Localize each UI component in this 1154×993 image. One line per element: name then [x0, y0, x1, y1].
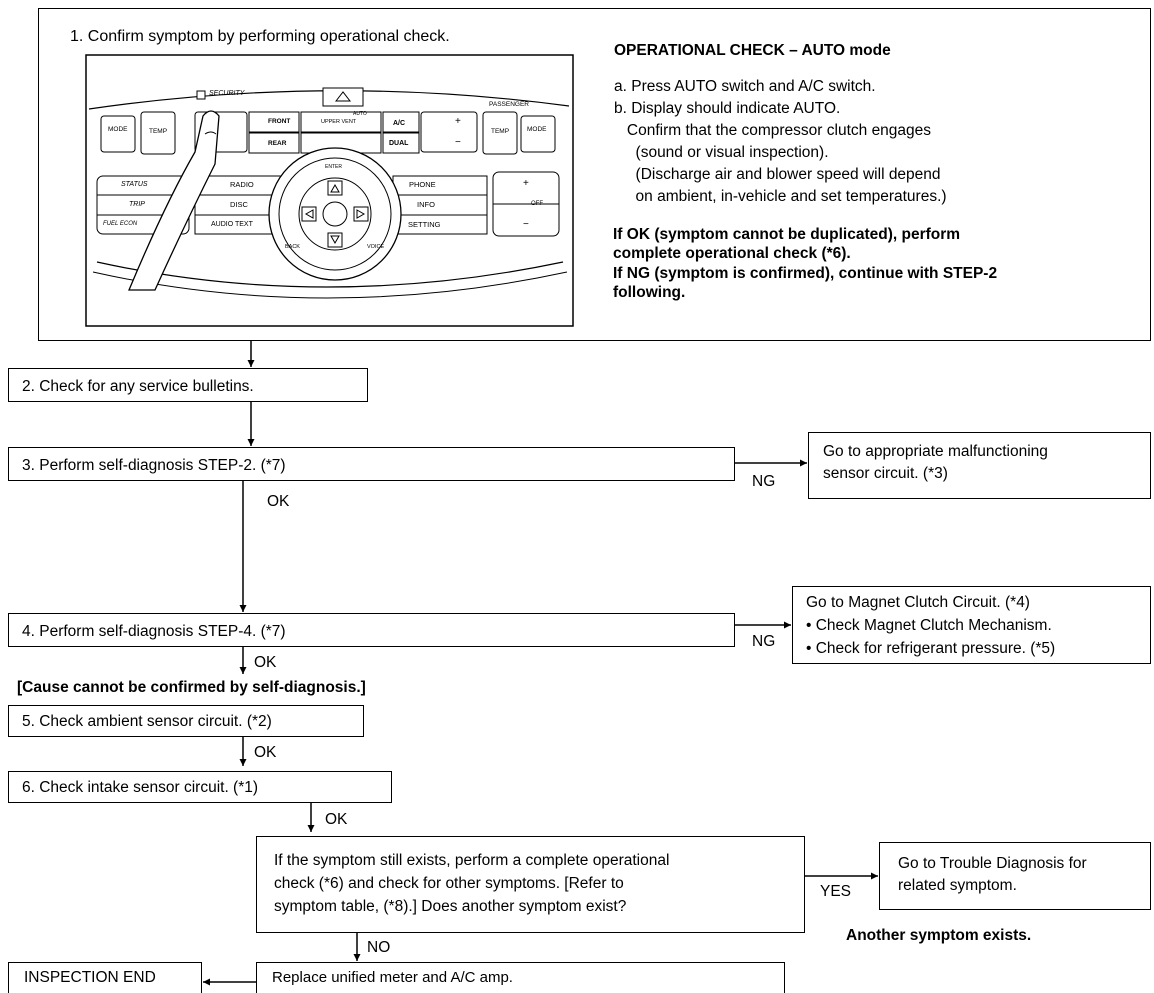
step3-box: [8, 447, 735, 481]
panel-audio-text-label: AUDIO TEXT: [211, 221, 253, 228]
panel-setting-label: SETTING: [408, 220, 441, 229]
panel-phone-label: PHONE: [409, 180, 436, 189]
step5-box: [8, 705, 364, 737]
step7-yes-text: Go to Trouble Diagnosis for related symp…: [898, 855, 1087, 894]
step2-text: 2. Check for any service bulletins.: [22, 378, 254, 395]
panel-enter-label: ENTER: [325, 164, 342, 170]
panel-fuel-econ-label: FUEL ECON: [103, 221, 138, 227]
step2-box: [8, 368, 368, 402]
step1-result: If OK (symptom cannot be duplicated), pe…: [613, 226, 998, 301]
panel-info-label: INFO: [417, 200, 435, 209]
step3-text: 3. Perform self-diagnosis STEP-2. (*7): [22, 457, 286, 474]
panel-vol-plus-label: +: [523, 178, 529, 189]
panel-ac-label: A/C: [393, 120, 406, 127]
panel-front-label: FRONT: [268, 118, 291, 125]
panel-upper-vent-label: UPPER VENT: [321, 119, 357, 125]
panel-vol-minus-label: −: [523, 219, 529, 230]
another-symptom-note: Another symptom exists.: [846, 927, 1032, 944]
panel-fan-minus-label: −: [455, 137, 461, 148]
step8-text: Replace unified meter and A/C amp.: [272, 969, 513, 986]
panel-rear-label: REAR: [268, 140, 287, 147]
step4-ok-label: OK: [254, 654, 277, 671]
step6-text: 6. Check intake sensor circuit. (*1): [22, 779, 259, 796]
panel-disc-label: DISC: [230, 200, 248, 209]
step7-yes-label: YES: [820, 883, 852, 900]
control-panel-illustration: SECURITY PASSENGER MODE TEMP FRONT REAR …: [85, 54, 574, 327]
step3-ng-box: [808, 432, 1151, 499]
step7-text: If the symptom still exists, perform a c…: [274, 852, 670, 915]
panel-auto-label: AUTO: [353, 111, 367, 117]
step7-yes-box: [879, 842, 1151, 910]
step5-ok-label: OK: [254, 744, 277, 761]
panel-radio-label: RADIO: [230, 180, 254, 189]
step3-ok-label: OK: [267, 493, 290, 510]
panel-dual-label: DUAL: [389, 140, 409, 147]
step8-box: [256, 962, 785, 993]
panel-trip-label: TRIP: [129, 201, 145, 208]
panel-voice-label: VOICE: [367, 244, 385, 250]
step4-box: [8, 613, 735, 647]
step6-ok-label: OK: [325, 811, 348, 828]
inspection-end-box: [8, 962, 202, 993]
step4-ng-label: NG: [752, 633, 776, 650]
panel-status-label: STATUS: [121, 181, 148, 188]
op-check-body: a. Press AUTO switch and A/C switch. b. …: [614, 78, 947, 205]
cause-note: [Cause cannot be confirmed by self-diagn…: [17, 679, 366, 696]
step4-ng-box: [792, 586, 1151, 664]
step4-text: 4. Perform self-diagnosis STEP-4. (*7): [22, 623, 286, 640]
step7-no-label: NO: [367, 939, 391, 956]
inspection-end-label: INSPECTION END: [24, 969, 156, 986]
step1-title: 1. Confirm symptom by performing operati…: [70, 28, 450, 45]
step6-box: [8, 771, 392, 803]
panel-mode-right-label: MODE: [527, 126, 547, 133]
step3-ng-label: NG: [752, 473, 776, 490]
panel-off-label: OFF: [531, 201, 543, 207]
step3-ng-text: Go to appropriate malfunctioning sensor …: [823, 443, 1048, 482]
step5-text: 5. Check ambient sensor circuit. (*2): [22, 713, 272, 730]
panel-security-label: SECURITY: [209, 90, 245, 97]
panel-temp-left-label: TEMP: [149, 128, 168, 135]
panel-fan-plus-label: +: [455, 116, 461, 127]
panel-back-label: BACK: [285, 244, 300, 250]
panel-temp-right-label: TEMP: [491, 128, 510, 135]
step4-ng-text: Go to Magnet Clutch Circuit. (*4) • Chec…: [806, 594, 1056, 657]
op-check-title: OPERATIONAL CHECK – AUTO mode: [614, 42, 891, 59]
step7-box: [256, 836, 805, 933]
control-panel-drawing: [85, 54, 574, 327]
panel-mode-left-label: MODE: [108, 126, 128, 133]
panel-passenger-label: PASSENGER: [489, 101, 529, 108]
